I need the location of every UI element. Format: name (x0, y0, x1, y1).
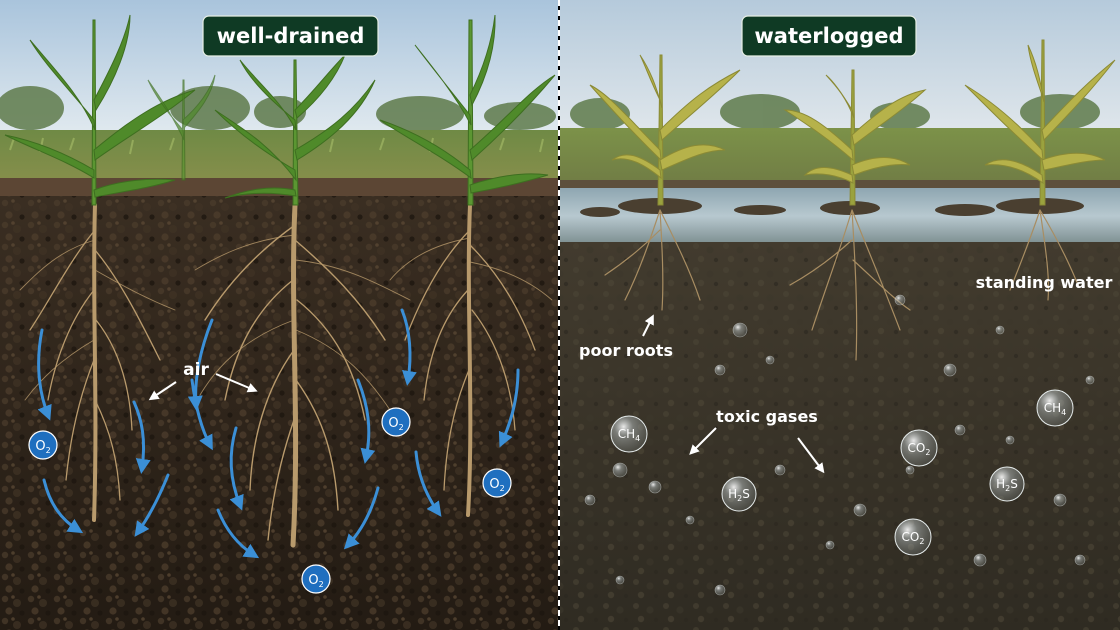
gas-bubble-icon: CH4 (1037, 390, 1073, 426)
waterlogged-panel: CH4 CO2 CH4 H2S H2S CO2 (560, 0, 1120, 630)
oxygen-badge-icon: O2 (302, 565, 330, 593)
standing-water-surface (560, 188, 1120, 244)
well-drained-title: well-drained (217, 24, 365, 48)
waterlogged-title-badge: waterlogged (742, 16, 916, 56)
gas-bubble-icon: CH4 (611, 416, 647, 452)
gas-bubble-icon: CO2 (901, 430, 937, 466)
well-drained-panel: O2 O2 O2 O2 air well-drained (0, 0, 558, 630)
oxygen-badge-icon: O2 (382, 408, 410, 436)
waterlogged-title: waterlogged (754, 24, 903, 48)
left-soil-texture (0, 196, 558, 630)
gas-bubble-icon: CO2 (895, 519, 931, 555)
gas-bubble-icon: H2S (722, 477, 756, 511)
gas-bubble-icon: H2S (990, 467, 1024, 501)
poor-roots-label: poor roots (579, 341, 673, 360)
toxic-gases-label: toxic gases (716, 407, 818, 426)
air-label: air (183, 360, 209, 380)
well-drained-title-badge: well-drained (203, 16, 378, 56)
standing-water-label: standing water (976, 273, 1113, 292)
oxygen-badge-icon: O2 (29, 431, 57, 459)
oxygen-badge-icon: O2 (483, 469, 511, 497)
